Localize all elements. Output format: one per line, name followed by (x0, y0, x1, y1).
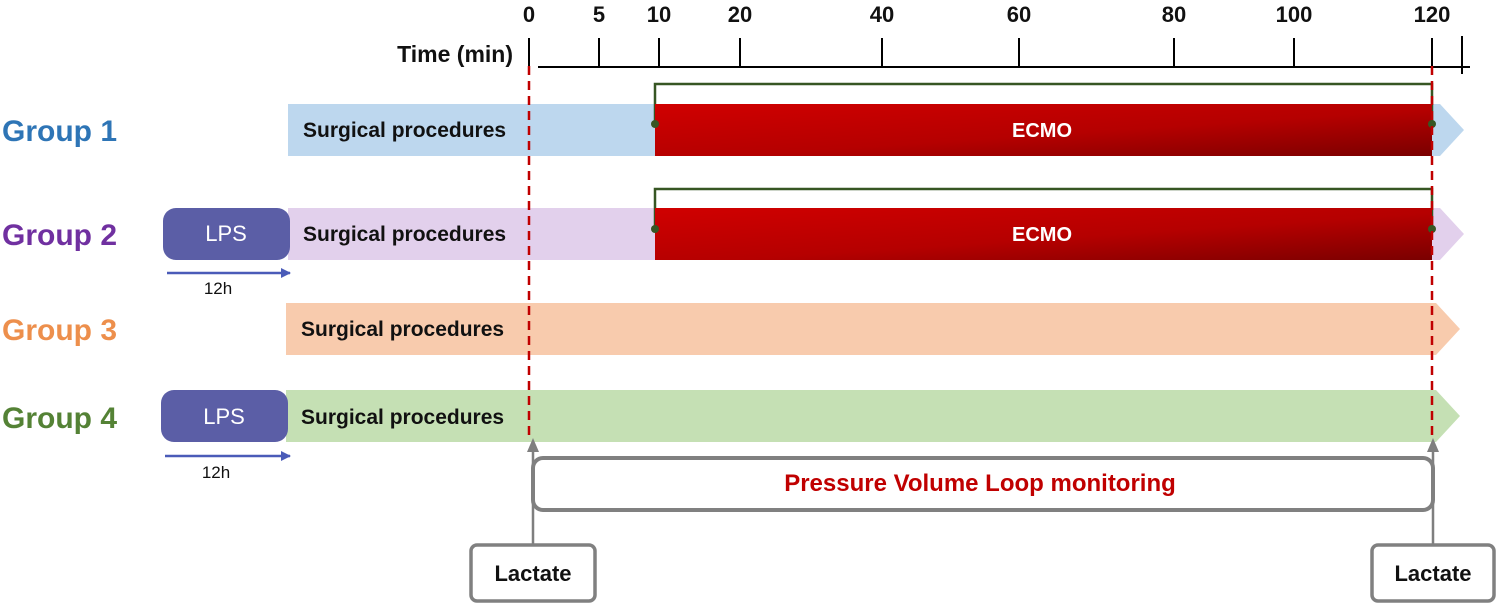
group-2-label: Group 2 (2, 219, 117, 252)
group-4-bar (286, 390, 1460, 442)
monitoring-label: Pressure Volume Loop monitoring (784, 470, 1176, 497)
group-1-label: Group 1 (2, 115, 117, 148)
lps-box (161, 390, 288, 442)
lps-duration: 12h (202, 463, 230, 482)
axis-tick-label: 0 (523, 2, 535, 27)
lps-label: LPS (205, 221, 247, 246)
group-3-bar (286, 303, 1460, 355)
group-3-bar-label: Surgical procedures (301, 318, 504, 341)
ecmo-start-dot (651, 120, 659, 128)
ecmo-bar (655, 104, 1432, 156)
ecmo-end-dot (1428, 120, 1436, 128)
group-labels: Group 1 Group 2 Group 3 Group 4 (2, 115, 117, 435)
lactate-box (1370, 543, 1496, 603)
axis-tick-label: 10 (647, 2, 671, 27)
axis-tick-label: 120 (1414, 2, 1451, 27)
axis-tick-label: 5 (593, 2, 605, 27)
lps-duration: 12h (204, 279, 232, 298)
lactate-end: Lactate (1370, 543, 1496, 603)
lactate-label: Lactate (1394, 561, 1471, 586)
pressure-volume-loop-monitoring: Pressure Volume Loop monitoring (531, 456, 1435, 512)
monitoring-box (531, 456, 1435, 512)
axis-tick-label: 40 (870, 2, 894, 27)
group-4-label: Group 4 (2, 402, 117, 435)
lps-label: LPS (203, 404, 245, 429)
axis-tick-label: 80 (1162, 2, 1186, 27)
lactate-label: Lactate (494, 561, 571, 586)
group-2-bar-label: Surgical procedures (303, 223, 506, 246)
ecmo-label: ECMO (1012, 224, 1072, 246)
axis-title: Time (min) (397, 41, 513, 67)
axis-tick-label: 60 (1007, 2, 1031, 27)
lactate-start: Lactate (469, 543, 597, 603)
group-1-bar-label: Surgical procedures (303, 119, 506, 142)
ecmo-bar (655, 208, 1432, 260)
ecmo-start-dot (651, 225, 659, 233)
axis-tick-label: 20 (728, 2, 752, 27)
axis-tick-label: 100 (1276, 2, 1313, 27)
group-4-bar-label: Surgical procedures (301, 406, 504, 429)
time-axis: Time (min) 0 5 10 20 40 60 80 100 120 (397, 2, 1470, 74)
group-4-lps: LPS 12h (161, 390, 291, 482)
ecmo-end-dot (1428, 225, 1436, 233)
ecmo-label: ECMO (1012, 120, 1072, 142)
lactate-box (469, 543, 597, 603)
lps-box (163, 208, 290, 260)
group-3-label: Group 3 (2, 314, 117, 347)
group-2-lps: LPS 12h (163, 208, 291, 298)
group-2-ecmo: ECMO (651, 187, 1436, 260)
group-1-ecmo: ECMO (651, 82, 1436, 156)
axis-ticks: 0 5 10 20 40 60 80 100 120 (523, 2, 1463, 74)
